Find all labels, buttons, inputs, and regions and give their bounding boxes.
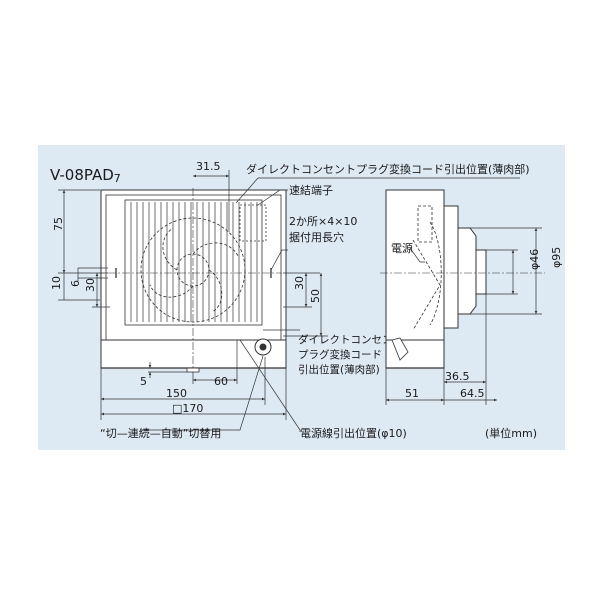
dim-150: 150 [166,387,187,400]
unit-label: (単位mm) [485,426,537,440]
label-power-cord-exit: 電源線引出位置(φ10) [300,426,407,440]
label-power-source: 電源 [391,241,413,255]
dim-phi-46: φ46 [528,249,541,270]
label-direct-outlet-2: プラグ変換コード [298,348,382,361]
dim-64-5: 64.5 [460,387,485,400]
label-direct-outlet-3: 引出位置(薄肉部) [298,363,380,376]
dim-phi-95: φ95 [550,247,563,268]
center-lines [108,188,282,372]
label-mounting-holes-1: 2か所×4×10 [289,215,357,228]
model-title: V-08PAD7 [50,166,121,185]
label-connection-terminal: 速結端子 [289,183,333,197]
label-switch: “切—連続—自動”切替用 [100,426,221,440]
switch-knob-center [259,343,267,351]
dim-30-left: 30 [84,278,97,292]
side-motor-housing [457,227,477,315]
dim-170: □170 [172,402,203,415]
dim-50: 50 [309,289,322,303]
side-flange [443,205,459,329]
dim-31-5: 31.5 [196,160,221,173]
louver-slats [130,202,258,322]
side-body [385,189,445,369]
dim-10: 10 [50,276,63,290]
front-dimensions [58,170,520,432]
label-direct-outlet-top: ダイレクトコンセントプラグ変換コード引出位置(薄肉部) [246,162,530,176]
label-direct-outlet-1: ダイレクトコンセント [298,333,403,346]
dim-51: 51 [405,387,419,400]
side-dimensions [385,227,542,405]
front-view [100,188,287,373]
terminal-box [239,204,267,242]
dim-30-right: 30 [293,276,306,290]
dim-5: 5 [140,375,147,388]
side-view [380,189,545,369]
dim-60: 60 [214,375,228,388]
dim-6: 6 [69,280,82,287]
label-mounting-holes-2: 据付用長穴 [289,230,344,244]
dim-75: 75 [52,217,65,231]
dim-36-5: 36.5 [445,370,470,383]
